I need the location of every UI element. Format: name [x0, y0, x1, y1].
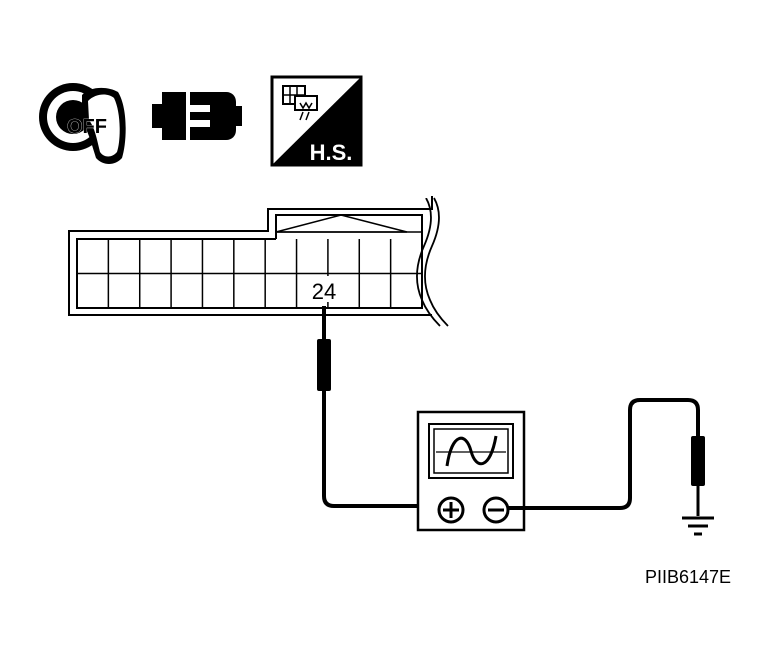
- disconnected-connector-icon: [152, 92, 242, 140]
- ignition-key-off-icon: OFF: [39, 83, 126, 164]
- harness-side-label: H.S.: [310, 140, 353, 165]
- harness-side-icon: H.S.: [270, 75, 363, 167]
- ignition-off-label: OFF: [67, 116, 107, 138]
- ground-symbol-icon: [682, 516, 714, 536]
- terminal-24-label: 24: [312, 279, 336, 304]
- terminal-grid: [77, 239, 422, 308]
- figure-code: PIIB6147E: [645, 567, 731, 587]
- negative-probe-lead: [508, 398, 705, 516]
- harness-connector: 24: [68, 196, 449, 327]
- oscilloscope-icon: [416, 410, 526, 532]
- positive-probe-lead: [317, 306, 430, 508]
